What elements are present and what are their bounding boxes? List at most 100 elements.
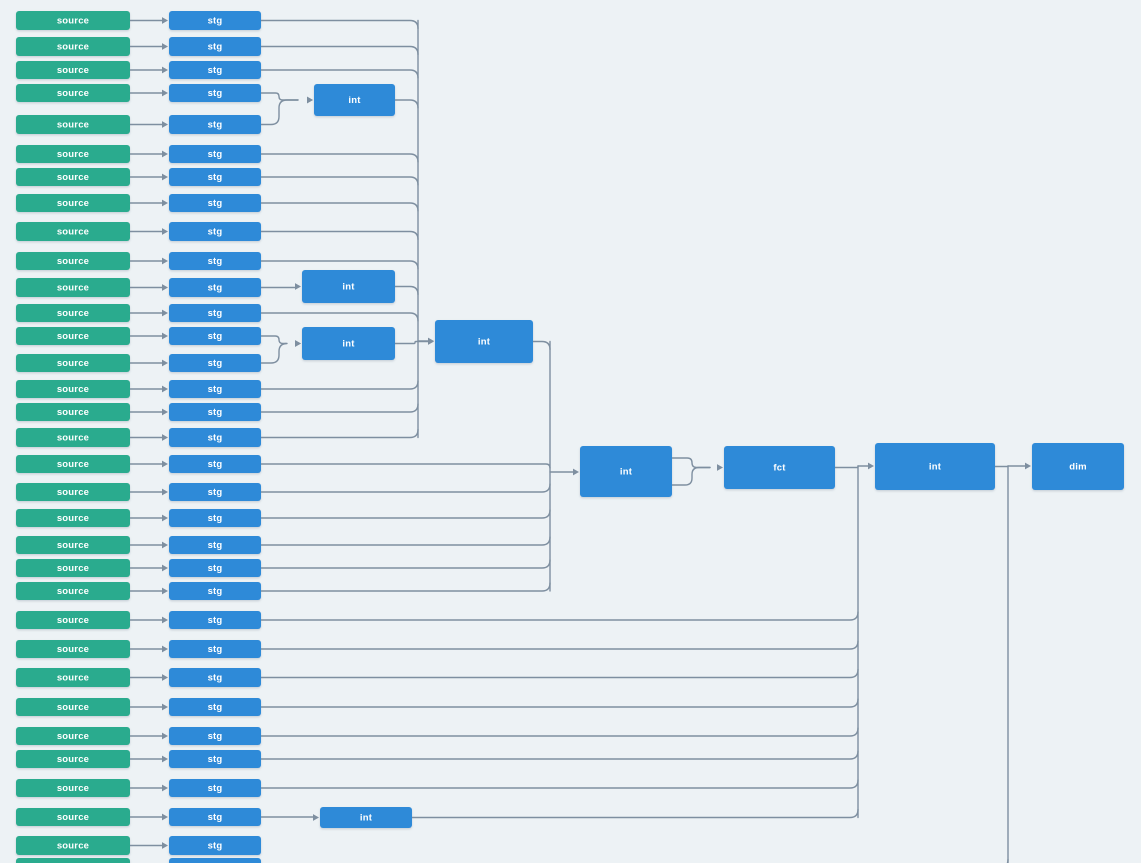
node-stg-stg3[interactable]: stg xyxy=(169,61,261,79)
node-body[interactable] xyxy=(16,536,130,554)
node-body[interactable] xyxy=(16,145,130,163)
node-source-src18[interactable]: source xyxy=(16,455,130,473)
node-body[interactable] xyxy=(16,582,130,600)
node-body[interactable] xyxy=(16,640,130,658)
node-body[interactable] xyxy=(169,403,261,421)
node-body[interactable] xyxy=(169,194,261,212)
node-body[interactable] xyxy=(16,37,130,56)
node-stg-stg11[interactable]: stg xyxy=(169,278,261,297)
node-body[interactable] xyxy=(16,11,130,30)
node-body[interactable] xyxy=(169,455,261,473)
node-layer[interactable]: source stg source stg source stg source stg sour… xyxy=(16,11,1124,863)
node-body[interactable] xyxy=(16,858,130,863)
node-stg-stg15[interactable]: stg xyxy=(169,380,261,398)
node-body[interactable] xyxy=(169,779,261,797)
node-body[interactable] xyxy=(169,808,261,826)
node-stg-stg32[interactable]: stg xyxy=(169,836,261,855)
node-body[interactable] xyxy=(302,270,395,303)
node-source-src17[interactable]: source xyxy=(16,428,130,447)
node-body[interactable] xyxy=(16,779,130,797)
node-stg-stg22[interactable]: stg xyxy=(169,559,261,577)
node-source-src3[interactable]: source xyxy=(16,61,130,79)
node-source-src19[interactable]: source xyxy=(16,483,130,501)
node-source-src24[interactable]: source xyxy=(16,611,130,629)
node-body[interactable] xyxy=(169,483,261,501)
node-body[interactable] xyxy=(169,145,261,163)
node-body[interactable] xyxy=(16,455,130,473)
node-source-src11[interactable]: source xyxy=(16,278,130,297)
node-stg-stg23[interactable]: stg xyxy=(169,582,261,600)
node-body[interactable] xyxy=(169,559,261,577)
node-source-src22[interactable]: source xyxy=(16,559,130,577)
node-body[interactable] xyxy=(169,115,261,134)
node-body[interactable] xyxy=(169,252,261,270)
node-stg-stg1[interactable]: stg xyxy=(169,11,261,30)
node-stg-stg17[interactable]: stg xyxy=(169,428,261,447)
node-body[interactable] xyxy=(169,37,261,56)
node-body[interactable] xyxy=(580,446,672,497)
node-body[interactable] xyxy=(16,380,130,398)
node-body[interactable] xyxy=(169,354,261,372)
node-source-src2[interactable]: source xyxy=(16,37,130,56)
node-stg-stg16[interactable]: stg xyxy=(169,403,261,421)
node-stg-stg30[interactable]: stg xyxy=(169,779,261,797)
node-body[interactable] xyxy=(16,428,130,447)
node-body[interactable] xyxy=(169,727,261,745)
node-body[interactable] xyxy=(169,222,261,241)
node-source-src23[interactable]: source xyxy=(16,582,130,600)
node-body[interactable] xyxy=(169,668,261,687)
node-body[interactable] xyxy=(16,278,130,297)
node-body[interactable] xyxy=(169,84,261,102)
node-source-src29[interactable]: source xyxy=(16,750,130,768)
node-body[interactable] xyxy=(16,194,130,212)
node-body[interactable] xyxy=(169,304,261,322)
node-body[interactable] xyxy=(169,278,261,297)
node-stg-stg28[interactable]: stg xyxy=(169,727,261,745)
node-stg-stg14[interactable]: stg xyxy=(169,354,261,372)
node-body[interactable] xyxy=(16,252,130,270)
node-body[interactable] xyxy=(169,858,261,863)
node-int-int5[interactable]: int xyxy=(320,807,412,828)
node-stg-stg5[interactable]: stg xyxy=(169,115,261,134)
node-stg-stg27[interactable]: stg xyxy=(169,698,261,716)
node-source-src10[interactable]: source xyxy=(16,252,130,270)
node-int-int3[interactable]: int xyxy=(302,327,395,360)
node-stg-stg31[interactable]: stg xyxy=(169,808,261,826)
node-dim-dim1[interactable]: dim xyxy=(1032,443,1124,490)
node-body[interactable] xyxy=(16,698,130,716)
node-body[interactable] xyxy=(169,582,261,600)
node-stg-stg20[interactable]: stg xyxy=(169,509,261,527)
node-body[interactable] xyxy=(169,836,261,855)
node-stg-stg8[interactable]: stg xyxy=(169,194,261,212)
node-stg-stg24[interactable]: stg xyxy=(169,611,261,629)
node-source-src30[interactable]: source xyxy=(16,779,130,797)
node-body[interactable] xyxy=(16,61,130,79)
node-body[interactable] xyxy=(16,354,130,372)
node-int-int2[interactable]: int xyxy=(302,270,395,303)
node-body[interactable] xyxy=(320,807,412,828)
node-source-src27[interactable]: source xyxy=(16,698,130,716)
node-body[interactable] xyxy=(169,750,261,768)
node-source-src6[interactable]: source xyxy=(16,145,130,163)
node-body[interactable] xyxy=(16,168,130,186)
node-source-src21[interactable]: source xyxy=(16,536,130,554)
node-source-src33[interactable]: source xyxy=(16,858,130,863)
node-stg-stg12[interactable]: stg xyxy=(169,304,261,322)
node-source-src31[interactable]: source xyxy=(16,808,130,826)
node-body[interactable] xyxy=(314,84,395,116)
node-fct-fct1[interactable]: fct xyxy=(724,446,835,489)
node-body[interactable] xyxy=(169,327,261,345)
node-stg-stg4[interactable]: stg xyxy=(169,84,261,102)
node-source-src1[interactable]: source xyxy=(16,11,130,30)
node-body[interactable] xyxy=(169,611,261,629)
node-body[interactable] xyxy=(169,380,261,398)
node-int-intR[interactable]: int xyxy=(875,443,995,490)
node-source-src25[interactable]: source xyxy=(16,640,130,658)
node-stg-stg18[interactable]: stg xyxy=(169,455,261,473)
node-body[interactable] xyxy=(16,222,130,241)
node-body[interactable] xyxy=(16,836,130,855)
node-body[interactable] xyxy=(169,428,261,447)
node-body[interactable] xyxy=(435,320,533,363)
node-body[interactable] xyxy=(16,611,130,629)
